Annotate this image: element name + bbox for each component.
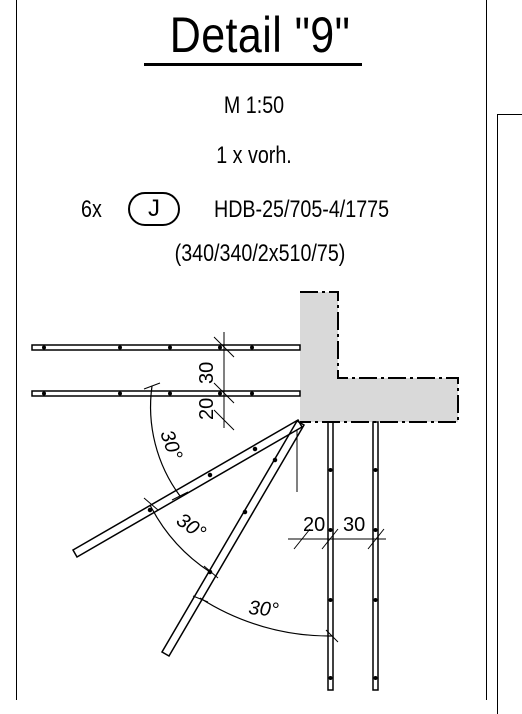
adjacent-frame	[497, 114, 522, 714]
concrete-outline	[300, 291, 459, 423]
studrail-diagonal-1	[71, 418, 304, 559]
studrail-vertical-2	[372, 421, 379, 691]
quantity-label: 1 x vorh.	[216, 142, 292, 169]
concrete-section	[300, 292, 458, 422]
drawing-frame	[16, 0, 487, 700]
count-label: 6x	[81, 196, 102, 223]
dim-20-left: 20	[196, 398, 218, 420]
designation-label: HDB-25/705-4/1775	[214, 196, 390, 223]
angle-arc-3	[199, 597, 333, 637]
studrail-horizontal-2	[31, 390, 301, 397]
position-mark-badge: J	[128, 192, 180, 226]
angle-arc-1	[149, 385, 181, 497]
angle-label-3: 30°	[248, 597, 280, 622]
angle-arc-2	[149, 504, 211, 573]
dim-30-bottom: 30	[343, 514, 365, 536]
studrail-horizontal-1	[31, 344, 301, 351]
angle-label-2: 30°	[172, 509, 209, 544]
dim-30-top: 30	[196, 362, 218, 384]
dimension-horizontal-bottom	[288, 528, 386, 550]
arc-ticks	[143, 382, 339, 643]
studrail-vertical-1	[327, 421, 334, 691]
dim-20-bottom: 20	[303, 514, 325, 536]
dimension-vertical-left	[213, 332, 235, 431]
detail-title: Detail "9"	[169, 7, 351, 63]
title-underline	[144, 63, 362, 66]
dimensions-label: (340/340/2x510/75)	[174, 240, 346, 267]
scale-label: M 1:50	[223, 92, 285, 119]
